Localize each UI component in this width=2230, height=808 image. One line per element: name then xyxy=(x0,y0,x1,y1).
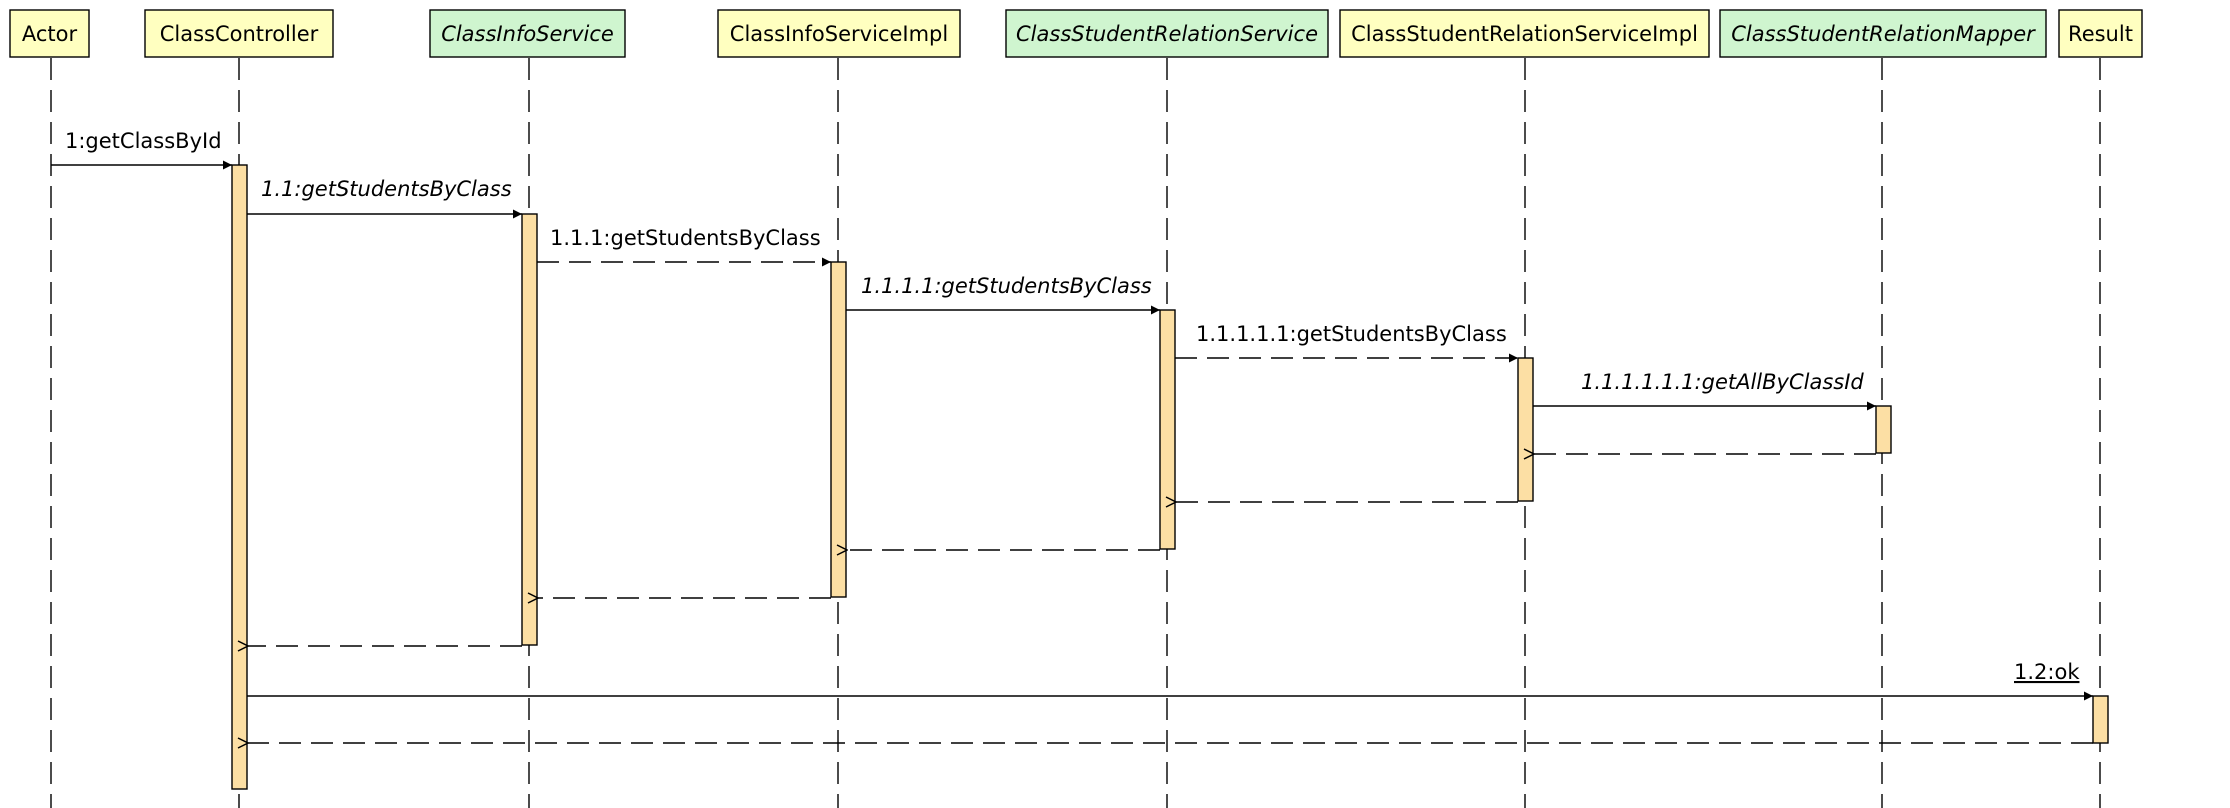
participant-label: ClassStudentRelationMapper xyxy=(1731,22,2036,46)
message-get-all-by-class-id: 1.1.1.1.1.1:getAllByClassId xyxy=(1533,370,1876,411)
activation-class-controller xyxy=(231,164,248,790)
returns xyxy=(248,454,2093,743)
participant-class-student-relation-service: ClassStudentRelationService xyxy=(1005,9,1329,58)
participant-box xyxy=(1339,9,1710,58)
activation-class-info-service xyxy=(521,213,538,646)
activations xyxy=(231,164,2109,790)
participant-box xyxy=(1005,9,1329,58)
participant-class-info-service-impl: ClassInfoServiceImpl xyxy=(717,9,961,58)
message-label: 1.1.1.1.1.1:getAllByClassId xyxy=(1581,370,1864,394)
activation-class-student-relation-service-impl xyxy=(1517,357,1534,502)
participant-box xyxy=(429,9,626,58)
participant-class-info-service: ClassInfoService xyxy=(429,9,626,58)
participant-label: ClassInfoService xyxy=(441,22,614,46)
message-label: 1.2:ok xyxy=(2014,660,2080,684)
message-get-students-by-class-1: 1.1:getStudentsByClass xyxy=(247,177,522,219)
participant-box xyxy=(9,9,90,58)
participant-label: Actor xyxy=(22,22,78,46)
message-get-class-by-id: 1:getClassById xyxy=(51,129,232,170)
participant-box xyxy=(1719,9,2047,58)
message-ok: 1.2:ok xyxy=(247,660,2093,701)
participant-box xyxy=(144,9,334,58)
participant-label: ClassStudentRelationServiceImpl xyxy=(1351,22,1698,46)
messages: 1:getClassById 1.1:getStudentsByClass 1.… xyxy=(51,129,2093,701)
message-label: 1.1:getStudentsByClass xyxy=(261,177,512,201)
participant-actor: Actor xyxy=(9,9,90,58)
participant-result: Result xyxy=(2058,9,2143,58)
activation-result xyxy=(2092,695,2109,744)
activation-class-student-relation-mapper xyxy=(1875,405,1892,454)
activation-class-student-relation-service xyxy=(1159,309,1176,550)
message-get-students-by-class-3: 1.1.1.1:getStudentsByClass xyxy=(846,274,1160,315)
message-get-students-by-class-2: 1.1.1:getStudentsByClass xyxy=(537,226,831,267)
participant-class-student-relation-service-impl: ClassStudentRelationServiceImpl xyxy=(1339,9,1710,58)
message-label: 1.1.1:getStudentsByClass xyxy=(550,226,821,250)
activation-class-info-service-impl xyxy=(830,261,847,598)
participant-box xyxy=(717,9,961,58)
participant-headers: Actor ClassController ClassInfoService C… xyxy=(9,9,2143,58)
participant-label: ClassInfoServiceImpl xyxy=(730,22,948,46)
message-label: 1.1.1.1.1:getStudentsByClass xyxy=(1196,322,1507,346)
participant-class-controller: ClassController xyxy=(144,9,334,58)
message-get-students-by-class-4: 1.1.1.1.1:getStudentsByClass xyxy=(1175,322,1518,363)
participant-label: ClassStudentRelationService xyxy=(1016,22,1318,46)
message-label: 1:getClassById xyxy=(65,129,222,153)
participant-box xyxy=(2058,9,2143,58)
message-label: 1.1.1.1:getStudentsByClass xyxy=(861,274,1152,298)
participant-class-student-relation-mapper: ClassStudentRelationMapper xyxy=(1719,9,2047,58)
participant-label: ClassController xyxy=(160,22,319,46)
participant-label: Result xyxy=(2068,22,2133,46)
